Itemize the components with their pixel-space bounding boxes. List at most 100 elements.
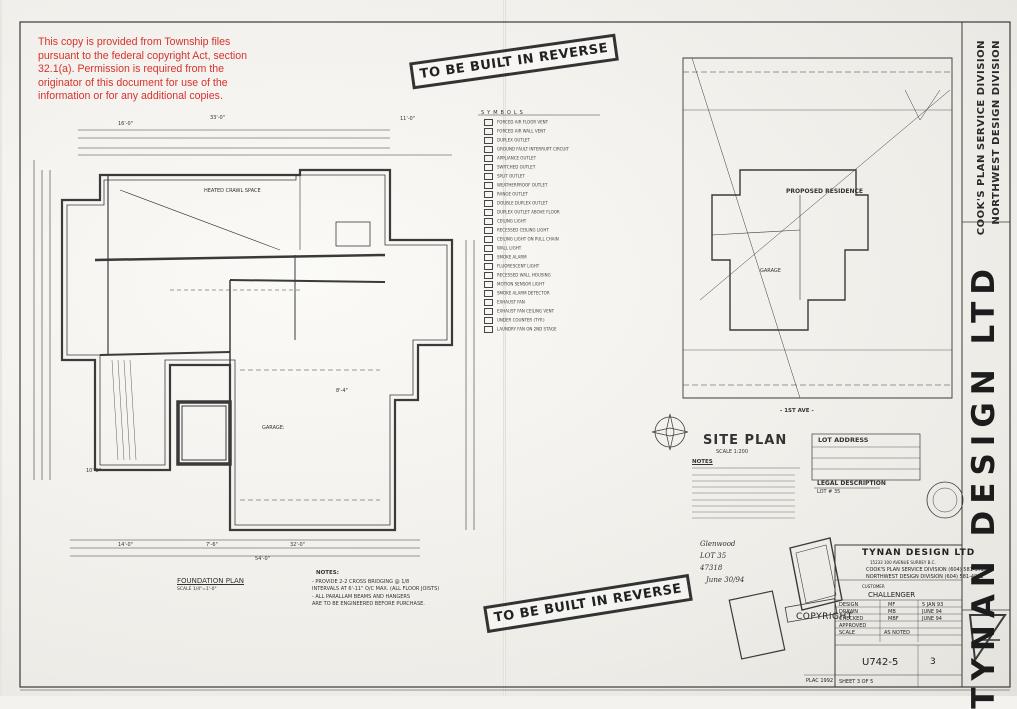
copyright-notice: This copy is provided from Township file… — [38, 36, 248, 102]
symbol-item: CEILING LIGHT ON PULL CHAIN — [484, 236, 559, 243]
symbol-item: SPLIT OUTLET — [484, 173, 525, 180]
symbol-item: GROUND FAULT INTERRUPT CIRCUIT — [484, 146, 569, 153]
title-row-label: CHECKED — [839, 616, 864, 622]
symbol-glyph — [484, 227, 493, 234]
dimension-label: 11'-0" — [400, 116, 416, 122]
dimension-label: 16'-0" — [118, 121, 134, 127]
symbol-glyph — [484, 281, 493, 288]
symbol-item: CEILING LIGHT — [484, 218, 526, 225]
symbol-item: WEATHERPROOF OUTLET — [484, 182, 547, 189]
drawing-number: U742-5 — [862, 657, 899, 668]
symbol-item: SMOKE ALARM — [484, 254, 527, 261]
plac-label: PLAC 1992 — [806, 678, 834, 684]
symbol-item: LAUNDRY FAN ON 2ND STAGE — [484, 326, 557, 333]
dimension-label: 32'-0" — [290, 542, 306, 548]
legal-description-label: LEGAL DESCRIPTION — [817, 480, 886, 487]
handwritten-plan: 47318 — [700, 564, 723, 572]
title-row-by: AS NOTED — [884, 630, 910, 636]
symbol-glyph — [484, 272, 493, 279]
symbol-item: SMOKE ALARM DETECTOR — [484, 290, 550, 297]
symbol-glyph — [484, 146, 493, 153]
street-label: - 1ST AVE - — [780, 408, 814, 414]
handwritten-lot: LOT 35 — [700, 552, 727, 560]
title-row-date: JUNE 94 — [922, 616, 942, 622]
symbol-glyph — [484, 299, 493, 306]
foundation-plan-scale: SCALE 1/4"=1'-0" — [177, 587, 217, 592]
symbol-item: SWITCHED OUTLET — [484, 164, 535, 171]
foundation-note: - PROVIDE 2-2 CROSS BRIDGING @ 1/8 — [312, 579, 410, 585]
symbol-glyph — [484, 182, 493, 189]
title-block-company: TYNAN DESIGN LTD — [862, 548, 976, 558]
symbol-glyph — [484, 191, 493, 198]
title-block-division: COOK'S PLAN SERVICE DIVISION (604) 581-9… — [866, 567, 988, 573]
symbol-item: UNDER COUNTER (TYP.) — [484, 317, 545, 324]
symbol-glyph — [484, 173, 493, 180]
symbol-glyph — [484, 200, 493, 207]
symbol-glyph — [484, 164, 493, 171]
symbol-item: EXHAUST FAN — [484, 299, 525, 306]
symbol-glyph — [484, 245, 493, 252]
customer-label: CUSTOMER — [862, 584, 885, 589]
symbol-glyph — [484, 218, 493, 225]
symbol-item: RECESSED WALL HOUSING — [484, 272, 551, 279]
fold-line — [0, 0, 2, 696]
symbols-title: SYMBOLS — [481, 110, 526, 116]
title-row-by: MF — [888, 602, 896, 608]
title-row-by: MBF — [888, 616, 899, 622]
symbol-glyph — [484, 236, 493, 243]
symbol-item: DOUBLE DUPLEX OUTLET — [484, 200, 548, 207]
symbol-item: WALL LIGHT — [484, 245, 521, 252]
title-row-label: DESIGN — [839, 602, 859, 608]
title-row-date: JUNE 94 — [922, 609, 942, 615]
symbol-glyph — [484, 209, 493, 216]
symbol-item: EXHAUST FAN CEILING VENT — [484, 308, 554, 315]
symbol-glyph — [484, 308, 493, 315]
handwritten-name: Glenwood — [700, 540, 736, 548]
dimension-label: 14'-0" — [118, 542, 134, 548]
lot-address-label: LOT ADDRESS — [818, 436, 869, 444]
lot-number: LOT # 35 — [817, 489, 841, 495]
site-plan-scale: SCALE 1:200 — [716, 449, 749, 455]
title-row-label: DRAWN — [839, 609, 858, 615]
symbol-item: MOTION SENSOR LIGHT — [484, 281, 544, 288]
handwritten-date: June 30/94 — [706, 576, 745, 584]
foundation-notes-title: NOTES: — [316, 570, 339, 576]
symbol-item: RECESSED CEILING LIGHT — [484, 227, 549, 234]
dimension-label: 8'-4" — [336, 388, 348, 394]
symbol-glyph — [484, 137, 493, 144]
symbol-item: DUPLEX OUTLET — [484, 137, 530, 144]
plan-name: CHALLENGER — [868, 591, 916, 599]
symbol-item: FORCED AIR FLOOR VENT — [484, 119, 548, 126]
title-row-date: 5 JAN 93 — [922, 602, 944, 608]
symbol-glyph — [484, 263, 493, 270]
foundation-plan-title: FOUNDATION PLAN — [177, 577, 245, 585]
copyright-stamp-label: COPYRIGHT — [796, 612, 853, 622]
title-row-label: SCALE — [839, 630, 856, 636]
sheet-number: SHEET 3 OF 5 — [839, 679, 874, 685]
dimension-label: 54'-0" — [255, 556, 271, 562]
foundation-note: ARE TO BE ENGINEERED BEFORE PURCHASE. — [312, 601, 425, 607]
symbol-glyph — [484, 290, 493, 297]
site-plan-title: SITE PLAN — [703, 433, 788, 448]
heated-space-label: HEATED CRAWL SPACE — [204, 188, 261, 194]
dimension-label: 33'-0" — [210, 115, 226, 121]
cooks-division-label: COOK'S PLAN SERVICE DIVISION — [976, 40, 987, 236]
title-row-by: MB — [888, 609, 896, 615]
fold-line — [503, 0, 506, 696]
revision-number: 3 — [930, 657, 936, 667]
title-block-address: 15233 100 AVENUE SURREY B.C. — [870, 560, 936, 565]
site-garage-label: GARAGE — [760, 268, 781, 274]
symbol-item: FORCED AIR WALL VENT — [484, 128, 546, 135]
dimension-label: 10'-0" — [86, 468, 102, 474]
symbol-glyph — [484, 254, 493, 261]
symbol-glyph — [484, 128, 493, 135]
symbol-item: DUPLEX OUTLET ABOVE FLOOR — [484, 209, 560, 216]
symbol-glyph — [484, 119, 493, 126]
symbol-item: FLUORESCENT LIGHT — [484, 263, 539, 270]
symbol-item: RANGE OUTLET — [484, 191, 528, 198]
garage-label: GARAGE: — [262, 425, 285, 431]
symbol-glyph — [484, 326, 493, 333]
title-block-division: NORTHWEST DESIGN DIVISION (604) 581-4022 — [866, 574, 984, 580]
proposed-residence-label: PROPOSED RESIDENCE — [786, 188, 863, 195]
